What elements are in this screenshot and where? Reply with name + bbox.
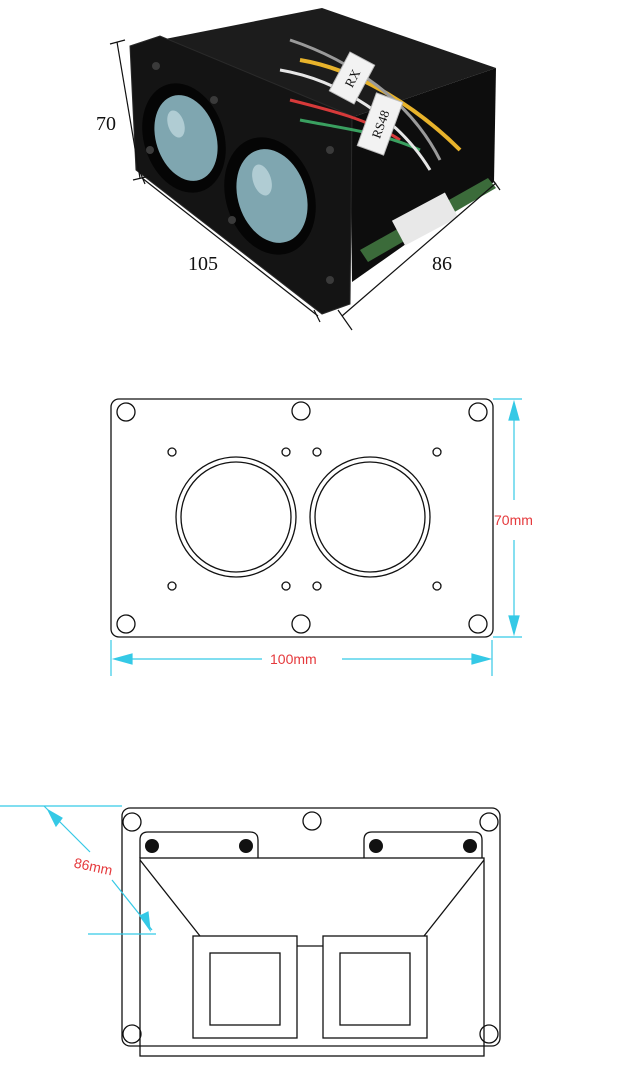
wire-green [299,118,421,152]
small-hole [432,581,442,591]
mount-hole [468,402,488,422]
screw-hole [210,96,218,104]
small-hole [281,581,291,591]
small-hole [167,447,177,457]
lens-box-right-outer [322,935,428,1039]
photo-depth-label: 86 [432,253,452,275]
mount-hole [116,402,136,422]
lens-box-left-inner [209,952,281,1026]
side-plate-outline [121,807,501,1047]
side-view-dimensions [0,805,156,935]
mount-hole [122,1024,142,1044]
small-hole [167,581,177,591]
lens-box-right-inner [339,952,411,1026]
screw-hole [146,146,154,154]
cable-tag-rs48: RS48 [356,92,404,156]
screw-hole [326,146,334,154]
mount-hole [116,614,136,634]
wire-grey [289,38,442,161]
small-hole [432,447,442,457]
product-photo: RX RS48 70 105 86 [96,8,501,331]
photo-dimension-lines [109,39,501,331]
photo-height-label: 70 [96,113,116,135]
mount-hole [291,401,311,421]
bracket-left [139,831,259,858]
lens-left-glare [167,110,185,138]
mount-hole [291,614,311,634]
mount-hole [122,812,142,832]
small-hole [281,447,291,457]
lens-box-left-outer [192,935,298,1039]
screw-hole [152,62,160,70]
front-plate-outline [110,398,494,638]
front-view-dimensions [110,398,522,676]
photo-width-label: 105 [188,253,218,275]
side-view-drawing [121,807,501,1057]
lens-opening-left-inner [180,461,292,573]
front-view-drawing [110,398,494,638]
cable-tag-rx: RX [328,51,376,105]
housing-outline [139,857,485,1057]
front-height-label: 70mm [494,512,533,528]
taper-left [139,859,201,937]
lens-opening-right-inner [314,461,426,573]
taper-right [423,859,485,937]
screw-hole [326,276,334,284]
front-width-label: 100mm [270,651,317,667]
lens-right-glare [252,164,272,196]
housing-top [160,8,496,118]
bracket-screws [145,839,477,853]
mount-hole [468,614,488,634]
screw-hole [228,216,236,224]
lens-opening-left-outer [175,456,297,578]
mount-hole [302,811,322,831]
side-depth-label: 86mm [73,855,114,879]
bracket-right [363,831,483,858]
mount-hole [479,812,499,832]
wire-white [279,68,432,171]
connector [391,192,459,246]
lens-opening-right-outer [309,456,431,578]
small-hole [312,581,322,591]
mount-hole [479,1024,499,1044]
small-hole [312,447,322,457]
